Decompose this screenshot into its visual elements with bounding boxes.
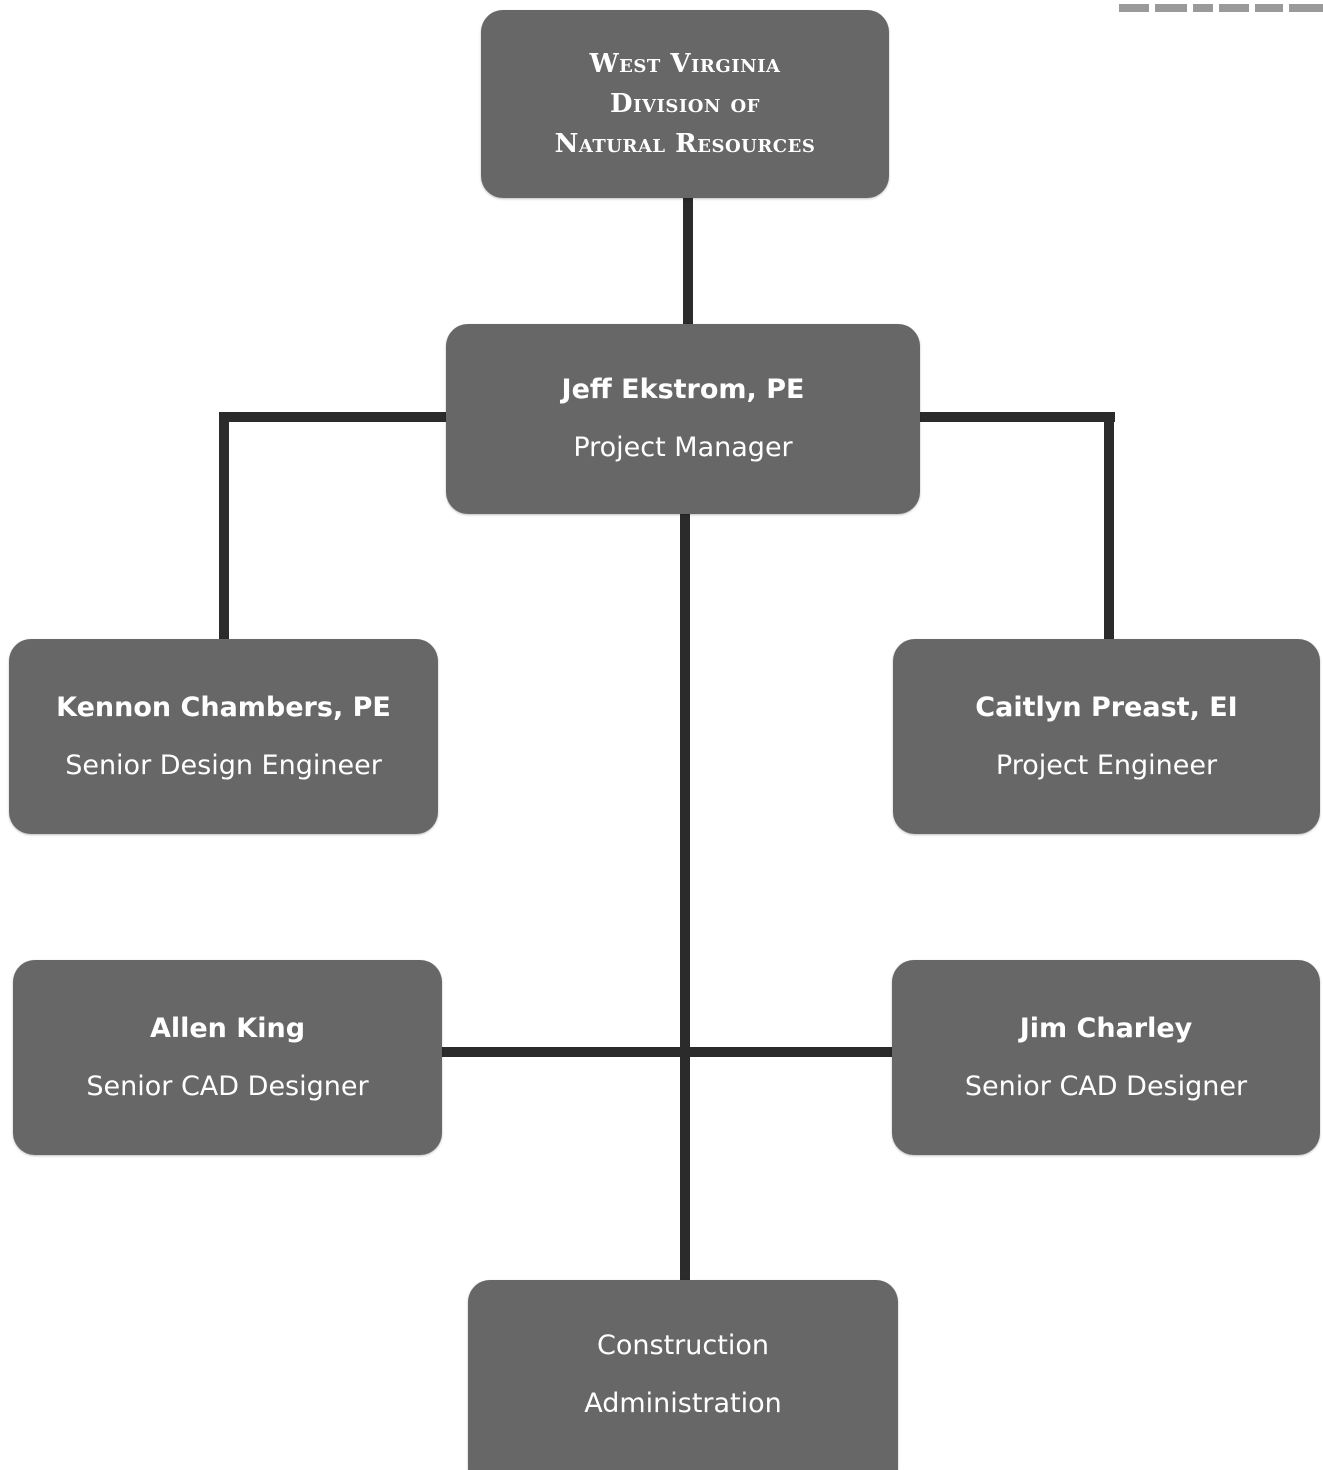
- senior-design-engineer-title: Senior Design Engineer: [65, 749, 382, 781]
- construction-administration-line-2: Administration: [584, 1388, 782, 1419]
- cad-designer-right-box: Jim Charley Senior CAD Designer: [892, 960, 1320, 1155]
- cad-designer-left-name: Allen King: [149, 1012, 306, 1044]
- connector-manager-right-branch-v: [1104, 412, 1114, 640]
- connector-manager-left-branch-v: [219, 412, 229, 640]
- project-engineer-box: Caitlyn Preast, EI Project Engineer: [893, 639, 1320, 834]
- cad-designer-left-title: Senior CAD Designer: [86, 1070, 369, 1102]
- connector-manager-trunk: [680, 512, 690, 1282]
- construction-administration-line-1: Construction: [597, 1330, 769, 1361]
- senior-design-engineer-name: Kennon Chambers, PE: [56, 691, 391, 723]
- cropped-logo-fragment: [1113, 0, 1323, 12]
- cad-designer-right-title: Senior CAD Designer: [964, 1070, 1248, 1102]
- org-root-line-3: Natural Resources: [554, 129, 816, 159]
- connector-root-to-manager: [683, 198, 693, 326]
- manager-name: Jeff Ekstrom, PE: [561, 374, 805, 405]
- connector-manager-right-branch-h: [920, 412, 1115, 422]
- project-engineer-name: Caitlyn Preast, EI: [975, 691, 1238, 723]
- manager-title: Project Manager: [573, 432, 793, 463]
- construction-administration-box: Construction Administration: [468, 1280, 898, 1470]
- senior-design-engineer-box: Kennon Chambers, PE Senior Design Engine…: [9, 639, 438, 834]
- project-engineer-title: Project Engineer: [995, 749, 1218, 781]
- cad-designer-left-box: Allen King Senior CAD Designer: [13, 960, 442, 1155]
- cad-designer-right-name: Jim Charley: [1019, 1012, 1193, 1044]
- org-root-line-2: Division of: [610, 89, 760, 119]
- connector-cad-crossbar: [440, 1047, 895, 1057]
- manager-box: Jeff Ekstrom, PE Project Manager: [446, 324, 920, 514]
- connector-manager-left-branch-h: [219, 412, 447, 422]
- org-root-box: West Virginia Division of Natural Resour…: [481, 10, 889, 198]
- org-root-line-1: West Virginia: [589, 49, 781, 79]
